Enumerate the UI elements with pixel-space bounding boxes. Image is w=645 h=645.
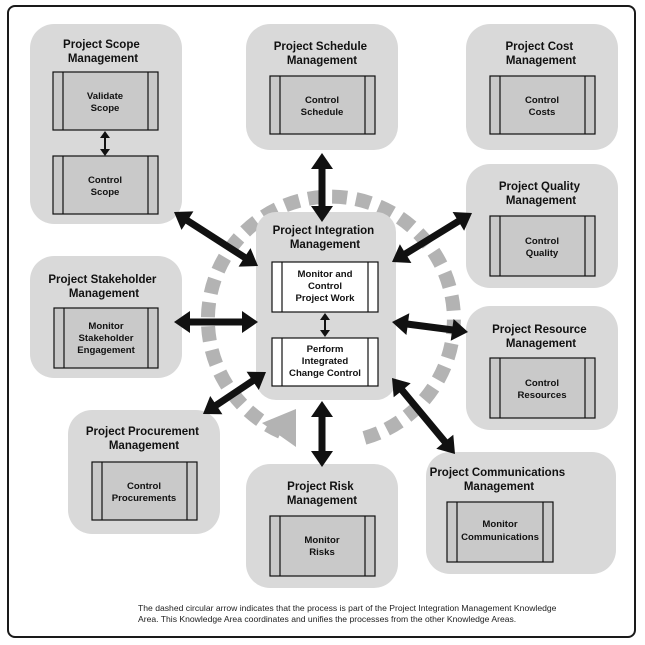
figure-caption: The dashed circular arrow indicates that… (138, 603, 557, 624)
stakeholder-title: Project Stakeholder Management (48, 274, 159, 300)
cost-title: Project Cost Management (506, 41, 577, 67)
dashed-circular-arrow (200, 189, 461, 447)
quality-title: Project Quality Management (499, 181, 583, 207)
arrow-communications (392, 378, 455, 454)
arrow-resource (392, 313, 468, 341)
communications-title: Project Communications Management (430, 467, 569, 493)
arrow-risk (311, 401, 333, 467)
knowledge-area-arrows (174, 153, 472, 467)
arrow-scope (174, 211, 258, 267)
arrow-stakeholder (174, 311, 258, 333)
arrow-cost-quality (392, 212, 472, 263)
arrow-procurement (203, 371, 266, 415)
procurement-title: Project Procurement Management (86, 426, 202, 452)
arrow-schedule (311, 153, 333, 222)
scope-title: Project Scope Management (63, 39, 143, 65)
integration-title: Project Integration Management (273, 225, 378, 251)
schedule-title: Project Schedule Management (274, 41, 371, 67)
connector-integration-processes (320, 313, 330, 337)
connector-validate-control-scope (100, 131, 110, 156)
resource-title: Project Resource Management (492, 324, 590, 350)
risk-title: Project Risk Management (287, 481, 357, 507)
